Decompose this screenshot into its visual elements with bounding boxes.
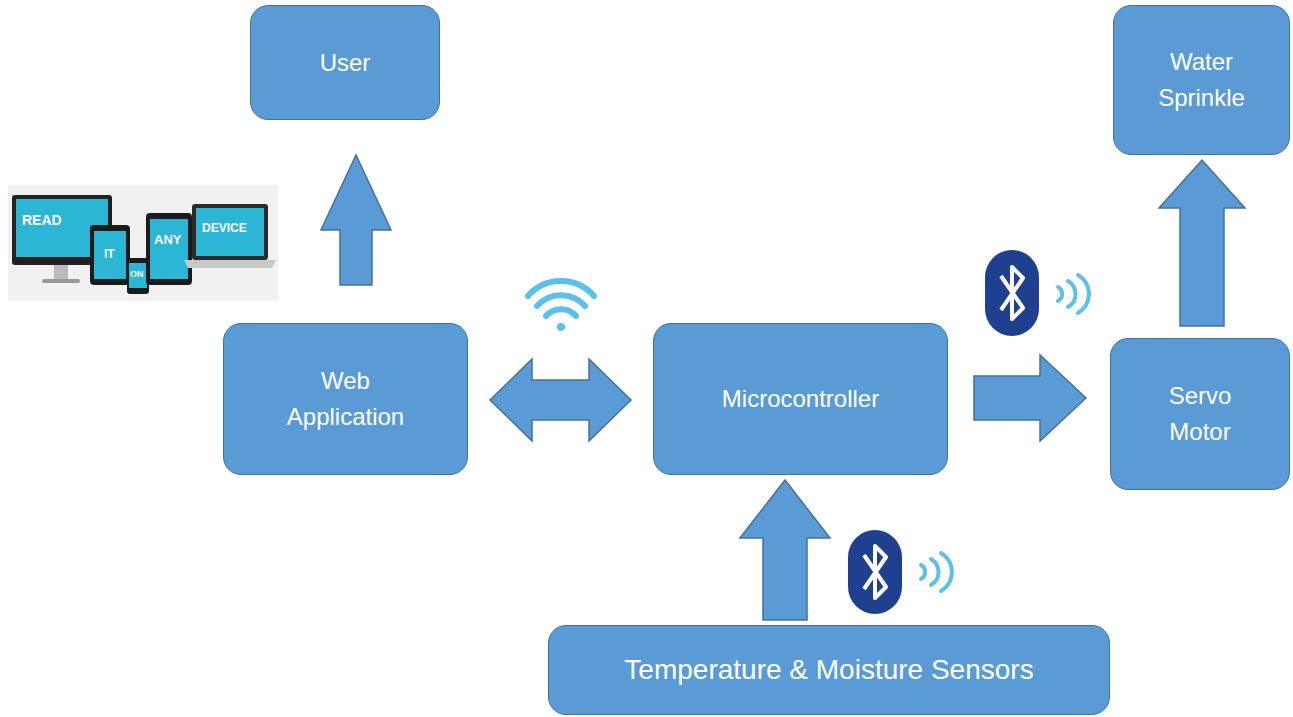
screen-word: IT [104, 248, 115, 260]
process-box: Microcontroller [653, 323, 948, 475]
laptop-screen [196, 208, 264, 256]
box-label: Servo Motor [1150, 378, 1250, 450]
wifi-symbol [528, 281, 594, 331]
process-box: Servo Motor [1110, 338, 1290, 490]
monitor-base [42, 279, 80, 283]
radio-waves [1058, 275, 1089, 313]
process-box: User [250, 5, 440, 120]
box-label: Web Application [276, 363, 416, 435]
bluetooth-symbol [848, 530, 952, 614]
wifi-dot [557, 323, 565, 331]
devices-picture [8, 185, 278, 301]
block-arrow [490, 359, 631, 441]
laptop-base [184, 260, 276, 268]
phone [127, 258, 149, 294]
screen-word: ON [130, 270, 144, 279]
tablet-small [90, 225, 130, 285]
process-box: Water Sprinkle [1113, 5, 1290, 155]
block-arrow [321, 155, 391, 285]
block-arrow [740, 480, 830, 620]
screen-word: DEVICE [202, 222, 247, 234]
laptop-lid [192, 204, 268, 260]
tablet-small-screen [94, 231, 126, 279]
bluetooth-rune [864, 546, 886, 598]
screen-word: ANY [154, 233, 181, 246]
radio-waves [921, 553, 952, 591]
process-box: Web Application [223, 323, 468, 475]
tablet-large [146, 213, 192, 285]
wifi-arc [537, 295, 585, 306]
bluetooth-badge [985, 250, 1039, 336]
block-arrow [974, 355, 1086, 441]
tablet-large-screen [150, 219, 188, 279]
phone-screen [129, 263, 147, 288]
monitor-stand [54, 265, 68, 279]
bluetooth-badge [848, 530, 902, 614]
bluetooth-symbol [985, 250, 1089, 336]
box-label: Temperature & Moisture Sensors [624, 649, 1033, 691]
box-label: Microcontroller [722, 381, 879, 417]
wifi-arc [546, 309, 576, 316]
box-label: Water Sprinkle [1147, 44, 1257, 116]
box-label: User [320, 45, 371, 81]
process-box: Temperature & Moisture Sensors [548, 625, 1110, 715]
bluetooth-rune [1001, 267, 1023, 319]
block-arrow [1159, 160, 1245, 326]
picture-ground [8, 185, 278, 301]
screen-word: READ [22, 213, 62, 227]
